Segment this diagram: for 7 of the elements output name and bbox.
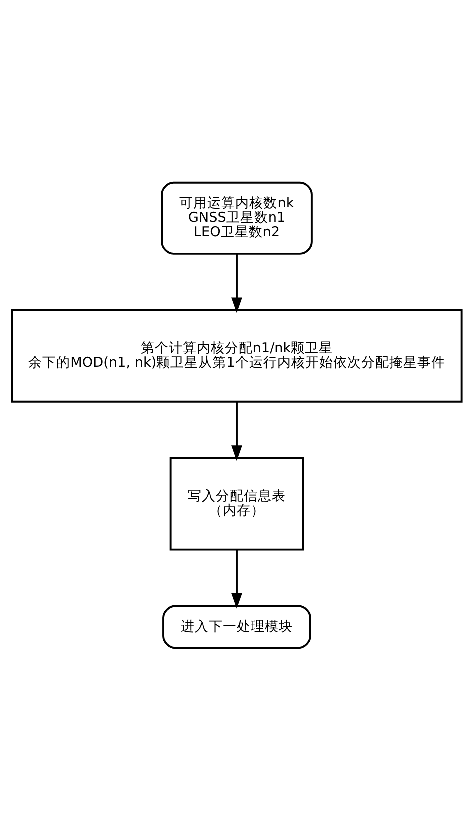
node-box: 写入分配信息表 （内存） — [170, 457, 304, 551]
node-box: 进入下一处理模块 — [162, 605, 312, 650]
node-box: 可用运算内核数nk GNSS卫星数n1 LEO卫星数n2 — [161, 182, 313, 255]
arrow — [232, 550, 242, 609]
node-box: 第个计算内核分配n1/nk颗卫星 余下的MOD(n1, nk)颗卫星从第1个运行内核开始依次分配掩星事件 — [11, 309, 463, 403]
arrow — [232, 254, 242, 314]
arrow — [232, 402, 242, 462]
